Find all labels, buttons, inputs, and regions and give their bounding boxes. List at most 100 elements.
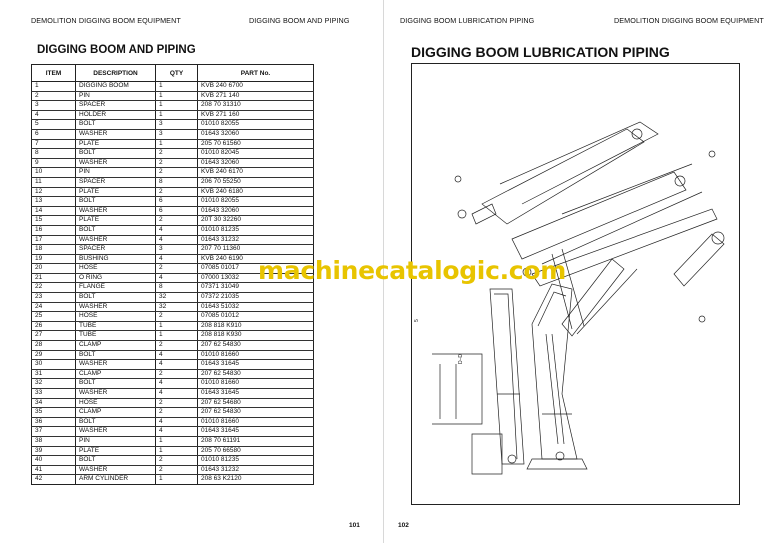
- item-cell: 17: [31, 235, 76, 246]
- lower-arm-structure: [489, 258, 638, 470]
- description-cell: PIN: [75, 436, 156, 447]
- header-item: ITEM: [31, 64, 76, 82]
- item-cell: 23: [31, 292, 76, 303]
- description-cell: BOLT: [75, 417, 156, 428]
- part-no-cell: 205 70 66580: [197, 446, 314, 457]
- qty-cell: 4: [155, 235, 198, 246]
- item-cell: 31: [31, 369, 76, 380]
- part-no-cell: 208 70 61191: [197, 436, 314, 447]
- qty-cell: 2: [155, 455, 198, 466]
- book-spine: [383, 0, 384, 543]
- qty-cell: 3: [155, 129, 198, 140]
- description-cell: BOLT: [75, 292, 156, 303]
- item-cell: 13: [31, 196, 76, 207]
- description-cell: CLAMP: [75, 407, 156, 418]
- description-cell: HOSE: [75, 311, 156, 322]
- part-no-cell: 01010 81660: [197, 417, 314, 428]
- qty-cell: 1: [155, 139, 198, 150]
- qty-cell: 1: [155, 81, 198, 92]
- qty-cell: 3: [155, 244, 198, 255]
- item-cell: 38: [31, 436, 76, 447]
- part-no-cell: 206 70 55250: [197, 177, 314, 188]
- part-no-cell: 01643 32060: [197, 129, 314, 140]
- description-cell: BOLT: [75, 148, 156, 159]
- item-cell: 39: [31, 446, 76, 457]
- qty-cell: 1: [155, 91, 198, 102]
- item-cell: 9: [31, 158, 76, 169]
- detail-callouts: [432, 150, 716, 475]
- qty-cell: 6: [155, 196, 198, 207]
- description-cell: BOLT: [75, 225, 156, 236]
- item-cell: 18: [31, 244, 76, 255]
- lubrication-piping-diagram: 5 D–D: [411, 63, 740, 505]
- left-section-title: DIGGING BOOM AND PIPING: [37, 44, 196, 56]
- part-no-cell: 207 70 11360: [197, 244, 314, 255]
- description-cell: WASHER: [75, 235, 156, 246]
- part-no-cell: 07372 21035: [197, 292, 314, 303]
- qty-cell: 1: [155, 330, 198, 342]
- item-cell: 1: [31, 81, 76, 92]
- description-cell: FLANGE: [75, 282, 156, 294]
- item-cell: 19: [31, 254, 76, 265]
- description-cell: WASHER: [75, 465, 156, 476]
- part-no-cell: 01643 51032: [197, 302, 314, 313]
- part-no-cell: 208 818 K910: [197, 321, 314, 332]
- description-cell: TUBE: [75, 330, 156, 342]
- item-cell: 6: [31, 129, 76, 140]
- item-cell: 24: [31, 302, 76, 313]
- part-no-cell: KVB 240 6190: [197, 254, 314, 265]
- header-description: DESCRIPTION: [75, 64, 156, 82]
- item-cell: 42: [31, 474, 76, 485]
- description-cell: BOLT: [75, 119, 156, 130]
- description-cell: O RING: [75, 273, 156, 284]
- qty-cell: 4: [155, 225, 198, 236]
- item-cell: 22: [31, 282, 76, 294]
- item-cell: 14: [31, 206, 76, 217]
- qty-cell: 3: [155, 119, 198, 130]
- description-cell: WASHER: [75, 206, 156, 217]
- part-no-cell: 01643 31645: [197, 359, 314, 370]
- qty-cell: 6: [155, 206, 198, 217]
- qty-cell: 4: [155, 254, 198, 265]
- left-page-number: 101: [349, 522, 360, 529]
- part-no-cell: 20T 30 32260: [197, 215, 314, 226]
- qty-cell: 2: [155, 148, 198, 159]
- item-cell: 8: [31, 148, 76, 159]
- part-no-cell: 205 70 61560: [197, 139, 314, 150]
- description-cell: PLATE: [75, 139, 156, 150]
- description-cell: CLAMP: [75, 369, 156, 380]
- part-no-cell: 01010 81660: [197, 350, 314, 361]
- item-cell: 26: [31, 321, 76, 332]
- part-no-cell: 01010 82055: [197, 119, 314, 130]
- description-cell: PLATE: [75, 446, 156, 457]
- right-page-number: 102: [398, 522, 409, 529]
- qty-cell: 4: [155, 417, 198, 428]
- qty-cell: 1: [155, 100, 198, 111]
